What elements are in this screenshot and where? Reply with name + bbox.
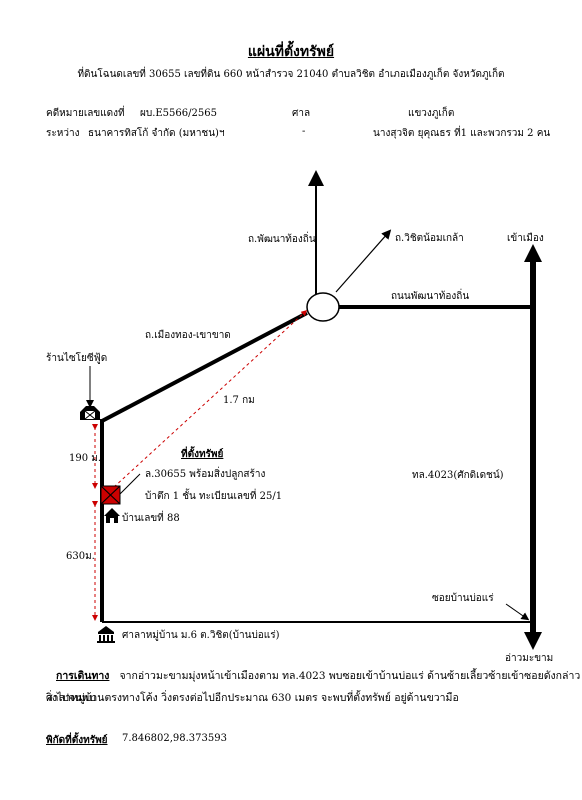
label-road-pattana-h: ถนนพัฒนาท้องถิ่น <box>391 291 470 302</box>
directions-label: การเดินทาง <box>56 670 110 682</box>
directions-text-1: จากอ่าวมะขามมุ่งหน้าเข้าเมืองตาม ทล.4023… <box>46 670 581 704</box>
case-label: คดีหมายเลขแดงที่ <box>46 108 125 119</box>
coordinates-value: 7.846802,98.373593 <box>122 733 227 744</box>
property-marker-icon <box>100 485 121 505</box>
arrow-to-ao-makham <box>524 632 542 650</box>
page-title: แผ่นที่ตั้งทรัพย์ <box>247 44 335 60</box>
between-label: ระหว่าง <box>46 128 80 139</box>
barn-icon <box>80 406 100 420</box>
property-pointer <box>119 473 141 495</box>
page-subtitle: ที่ดินโฉนดเลขที่ 30655 เลขที่ดิน 660 หน้… <box>77 69 505 80</box>
case-number: ผบ.E5566/2565 <box>140 108 217 119</box>
label-distance-17km: 1.7 กม <box>223 395 255 406</box>
label-soi-baan-pornae: ซอยบ้านบ่อแร่ <box>432 593 494 604</box>
label-to-city: เข้าเมือง <box>507 233 544 244</box>
roundabout <box>306 292 340 322</box>
defendant-name: นางสุวจิต ยุคุณธร ที่1 และพวกรวม 2 คน <box>373 128 551 139</box>
label-road-pattana-v: ถ.พัฒนาท้องถิ่น <box>248 234 316 245</box>
directions-line2: ศาลาหมู่บ้านตรงทางโค้ง วิ่งตรงต่อไปอีกปร… <box>46 692 459 704</box>
label-property-line2: บ้าตึก 1 ชั้น ทะเบียนเลขที่ 25/1 <box>145 491 283 502</box>
label-shop: ร้านไซโยซีฟู้ด <box>46 353 108 364</box>
label-sala: ศาลาหมู่บ้าน ม.6 ต.วิชิต(บ้านบ่อแร่) <box>122 630 280 641</box>
label-property-line1: ล.30655 พร้อมสิ่งปลูกสร้าง <box>145 469 266 480</box>
house-icon <box>104 508 120 523</box>
road-wichit <box>335 229 392 293</box>
court-label: ศาล <box>292 108 311 119</box>
label-ao-makham: อ่าวมะขาม <box>505 653 554 664</box>
route-1-7km <box>109 309 308 492</box>
arrow-to-city <box>524 244 542 262</box>
directions-line1: การเดินทางจากอ่าวมะขามมุ่งหน้าเข้าเมืองต… <box>46 665 582 709</box>
label-190m: 190 ม. <box>69 453 102 464</box>
soi-pointer <box>505 603 530 621</box>
plaintiff-name: ธนาคารทิสโก้ จำกัด (มหาชน)ฯ <box>88 128 225 139</box>
label-road-muang-thong: ถ.เมืองทอง-เขาขาด <box>145 330 231 341</box>
label-630m: 630ม. <box>66 551 95 562</box>
dash-separator: - <box>302 126 306 137</box>
label-road-wichit: ถ.วิชิตน้อมเกล้า <box>395 233 464 244</box>
label-property-title: ที่ตั้งทรัพย์ <box>181 449 224 460</box>
court-name: แขวงภูเก็ต <box>408 108 455 119</box>
label-road-4023: ทล.4023(ศักดิเดชน์) <box>412 470 504 481</box>
sala-icon <box>97 626 115 643</box>
coordinates-label: พิกัดที่ตั้งทรัพย์ <box>46 735 108 746</box>
label-house-88: บ้านเลขที่ 88 <box>122 513 180 524</box>
